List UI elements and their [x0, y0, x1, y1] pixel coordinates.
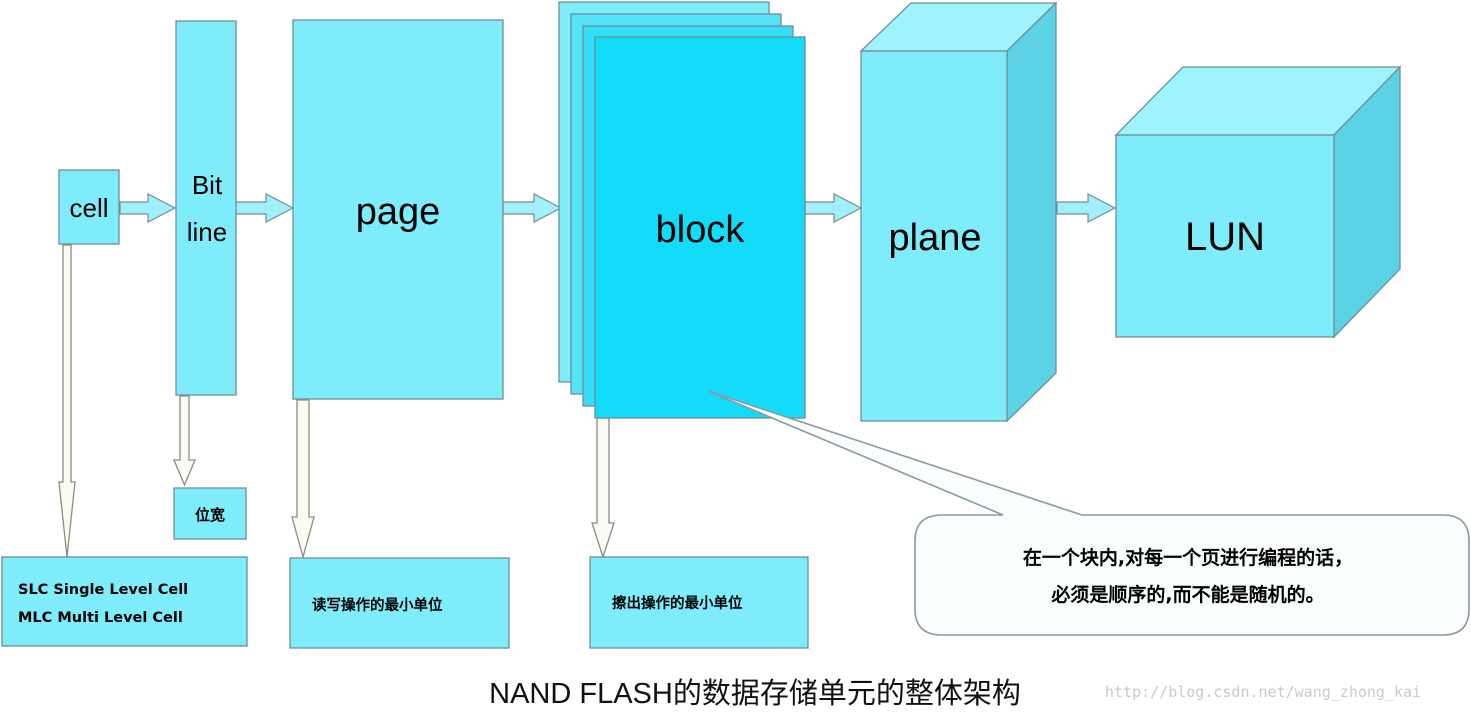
block-label: block — [656, 209, 746, 251]
cell-note: SLC Single Level Cell MLC Multi Level Ce… — [1, 556, 248, 647]
plane-front-face — [860, 50, 1008, 422]
bitline-note-box — [173, 487, 247, 540]
callout-shape — [707, 390, 1470, 636]
lun-label: LUN — [1185, 215, 1265, 259]
flow-arrows — [119, 193, 1117, 223]
block-layer-front — [594, 36, 806, 419]
arrow-block-down — [591, 417, 615, 560]
block-note-label: 擦出操作的最小单位 — [612, 594, 743, 612]
block-note-box — [589, 556, 809, 649]
callout-bubble: 在一个块内,对每一个页进行编程的话， 必须是顺序的,而不能是随机的。 — [707, 390, 1470, 636]
page-node: page — [292, 19, 504, 400]
bitline-label-line2: line — [187, 217, 227, 247]
plane-label: plane — [889, 217, 982, 259]
down-arrows — [58, 244, 615, 560]
arrow-bitline-down — [173, 395, 196, 487]
arrow-page-to-block — [502, 193, 563, 223]
bitline-node: Bit line — [175, 20, 237, 396]
cell-note-line1: SLC Single Level Cell — [18, 582, 188, 598]
arrow-block-to-plane — [804, 193, 863, 223]
arrow-bitline-to-page — [235, 193, 295, 223]
page-note-label: 读写操作的最小单位 — [312, 596, 443, 614]
bitline-note-label: 位宽 — [195, 506, 225, 524]
bitline-label-line1: Bit — [192, 170, 223, 200]
arrow-plane-to-lun — [1056, 193, 1117, 223]
block-note: 擦出操作的最小单位 — [589, 556, 809, 649]
watermark: http://blog.csdn.net/wang_zhong_kai — [1105, 683, 1421, 701]
bitline-note: 位宽 — [173, 487, 247, 540]
plane-node: plane — [859, 1, 1058, 423]
page-label: page — [356, 191, 441, 233]
cell-box — [58, 169, 120, 245]
diagram-caption: NAND FLASH的数据存储单元的整体架构 — [489, 677, 1021, 710]
cell-note-box — [1, 556, 248, 647]
plane-side-face — [1006, 1, 1057, 423]
arrow-cell-down — [58, 244, 76, 558]
lun-front-face — [1115, 134, 1335, 338]
cell-note-line2: MLC Multi Level Cell — [18, 610, 183, 626]
block-node: block — [558, 1, 806, 419]
arrow-cell-to-bitline — [119, 193, 177, 223]
callout-line1: 在一个块内,对每一个页进行编程的话， — [1023, 546, 1353, 569]
callout-line2: 必须是顺序的,而不能是随机的。 — [1050, 583, 1324, 606]
bitline-box — [175, 20, 237, 396]
cell-label: cell — [69, 193, 108, 223]
page-note-box — [289, 557, 510, 649]
lun-node: LUN — [1114, 65, 1402, 339]
page-note: 读写操作的最小单位 — [289, 557, 510, 649]
page-box — [292, 19, 504, 400]
cell-node: cell — [58, 169, 120, 245]
arrow-page-down — [291, 399, 315, 560]
